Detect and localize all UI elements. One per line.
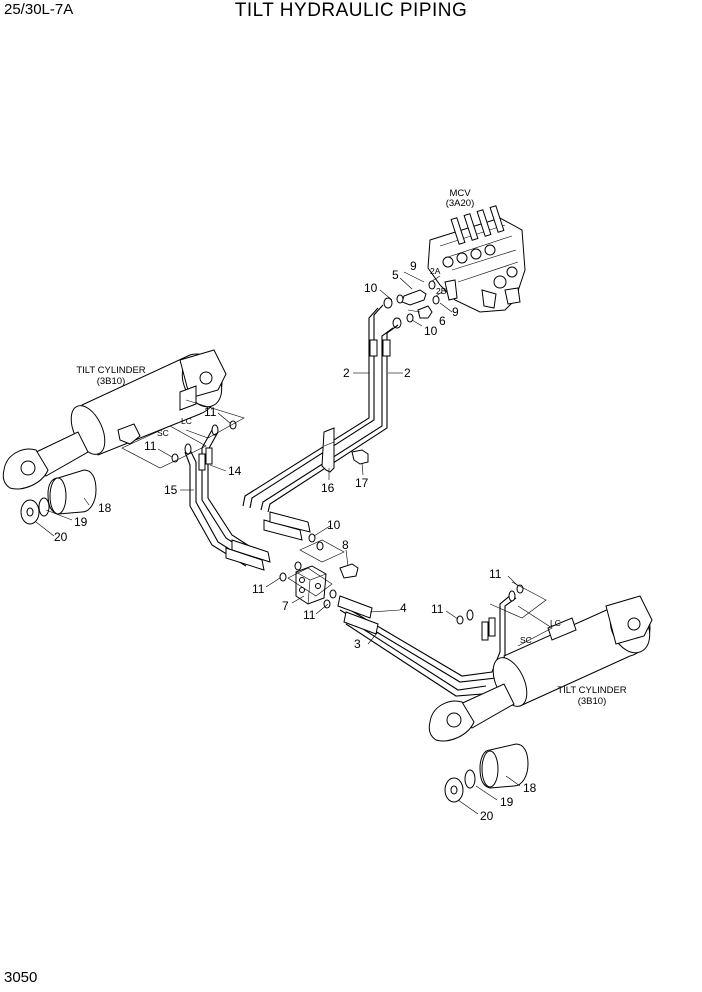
right-bushing-set (444, 743, 529, 803)
left-tilt-cylinder (2, 349, 227, 490)
callout-11-d: 11 (303, 608, 316, 622)
callout-11-e: 11 (489, 567, 502, 581)
callout-7: 7 (282, 599, 289, 613)
callout-9-right: 9 (452, 305, 459, 319)
tilt-cylinder-right-label: TILT CYLINDER (557, 685, 626, 696)
mcv-fittings (383, 275, 443, 329)
right-tilt-cylinder (428, 595, 653, 742)
callout-20-right: 20 (480, 809, 494, 823)
callout-3: 3 (354, 637, 361, 651)
callout-2-left: 2 (343, 366, 350, 380)
port-sc-right-label: SC (520, 635, 532, 645)
page-number: 3050 (4, 969, 38, 986)
pipe-2-pair (242, 304, 399, 513)
port-2b-label: 2B (436, 286, 447, 296)
callout-11-a: 11 (204, 405, 217, 419)
port-lc-label: LC (181, 416, 192, 426)
tilt-cylinder-left-label: TILT CYLINDER (76, 365, 145, 376)
callout-numbers: 9 5 10 6 9 10 2 2 11 11 14 15 16 17 18 1… (54, 259, 537, 823)
callout-2-right: 2 (404, 366, 411, 380)
callout-19-left: 19 (74, 515, 88, 529)
port-2a-label: 2A (430, 266, 441, 276)
callout-5: 5 (392, 268, 399, 282)
clamp-and-bolt (321, 427, 369, 473)
callout-6: 6 (439, 314, 446, 328)
port-sc-label: SC (157, 428, 169, 438)
callout-14: 14 (228, 464, 242, 478)
callout-19-right: 19 (500, 795, 514, 809)
diagram-labels: MCV (3A20) TILT CYLINDER (3B10) TILT CYL… (76, 188, 626, 707)
callout-8: 8 (342, 538, 349, 552)
callout-10-lower: 10 (327, 518, 341, 532)
tilt-cylinder-right-ref: (3B10) (578, 696, 607, 707)
mcv-label: MCV (449, 188, 471, 199)
model-code: 25/30L-7A (4, 1, 74, 18)
hoses-14-15 (184, 424, 311, 571)
callout-18-right: 18 (523, 781, 537, 795)
mcv-ref: (3A20) (446, 198, 475, 209)
callout-11-b: 11 (144, 439, 157, 453)
callout-10-top: 10 (364, 281, 378, 295)
left-bushing-set (20, 469, 97, 525)
callout-15: 15 (164, 483, 178, 497)
junction-block-7 (295, 563, 359, 605)
leader-lines (35, 271, 553, 815)
port-lc-right-label: LC (550, 618, 561, 628)
callout-9-top: 9 (410, 259, 417, 273)
callout-11-f: 11 (431, 602, 444, 616)
callout-4: 4 (400, 601, 407, 615)
mcv-valve-drawing (427, 205, 526, 313)
callout-17: 17 (355, 476, 369, 490)
callout-20-left: 20 (54, 530, 68, 544)
callout-10-mid: 10 (424, 324, 438, 338)
callout-16: 16 (321, 481, 335, 495)
page-title: TILT HYDRAULIC PIPING (234, 0, 468, 21)
callout-18-left: 18 (98, 501, 112, 515)
callout-11-c: 11 (252, 582, 265, 596)
tilt-cylinder-left-ref: (3B10) (97, 376, 126, 387)
